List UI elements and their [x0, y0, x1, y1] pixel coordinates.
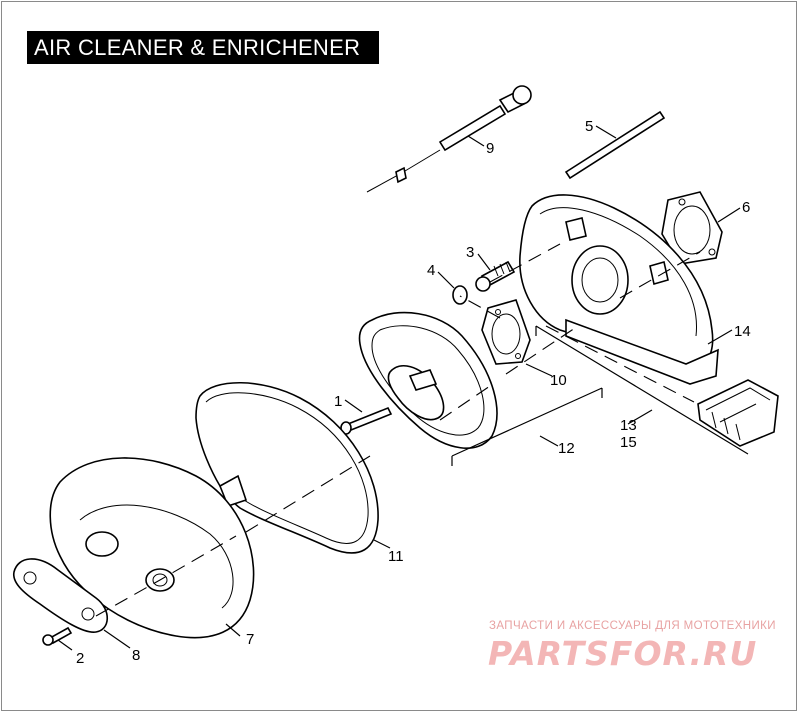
part-1-screw [340, 406, 393, 435]
callout-9: 9 [486, 140, 494, 157]
callout-7: 7 [246, 631, 254, 648]
part-9-enrichener-cable [366, 85, 532, 193]
callout-10: 10 [550, 372, 567, 389]
part-8-insert [13, 558, 109, 633]
part-12-air-filter [358, 311, 498, 449]
callout-11: 11 [388, 548, 404, 565]
callout-13: 13 [620, 417, 637, 434]
callout-15: 15 [620, 434, 637, 451]
callout-5: 5 [585, 118, 593, 135]
callout-12: 12 [558, 440, 575, 457]
diagram-title: AIR CLEANER & ENRICHENER [27, 31, 379, 64]
part-14-backplate [519, 194, 719, 385]
part-11-seal [195, 381, 379, 554]
part-13-15-breather [697, 379, 779, 447]
callout-14: 14 [734, 323, 751, 340]
leader-lines [57, 125, 741, 651]
assembly-centerlines [95, 243, 701, 617]
part-10-gasket [481, 299, 531, 365]
part-6-gasket [661, 191, 723, 265]
watermark-logo: PARTSFOR.RU [488, 634, 758, 673]
watermark-tagline: ЗАПЧАСТИ И АКСЕССУАРЫ ДЛЯ МОТОТЕХНИКИ [489, 620, 776, 632]
callout-4: 4 [427, 262, 435, 279]
bracket-lines [451, 325, 749, 466]
callout-labels: 1 2 3 4 5 6 7 8 9 10 11 12 13 14 15 [76, 118, 751, 667]
callout-8: 8 [132, 647, 140, 664]
part-4-o-ring [452, 285, 468, 305]
callout-6: 6 [742, 199, 750, 216]
callout-1: 1 [334, 393, 342, 410]
part-3-fitting [475, 260, 516, 292]
part-7-cover [49, 457, 255, 639]
part-5-hose [564, 110, 666, 180]
callout-2: 2 [76, 650, 84, 667]
part-2-screw [42, 626, 73, 646]
callout-3: 3 [466, 244, 474, 261]
